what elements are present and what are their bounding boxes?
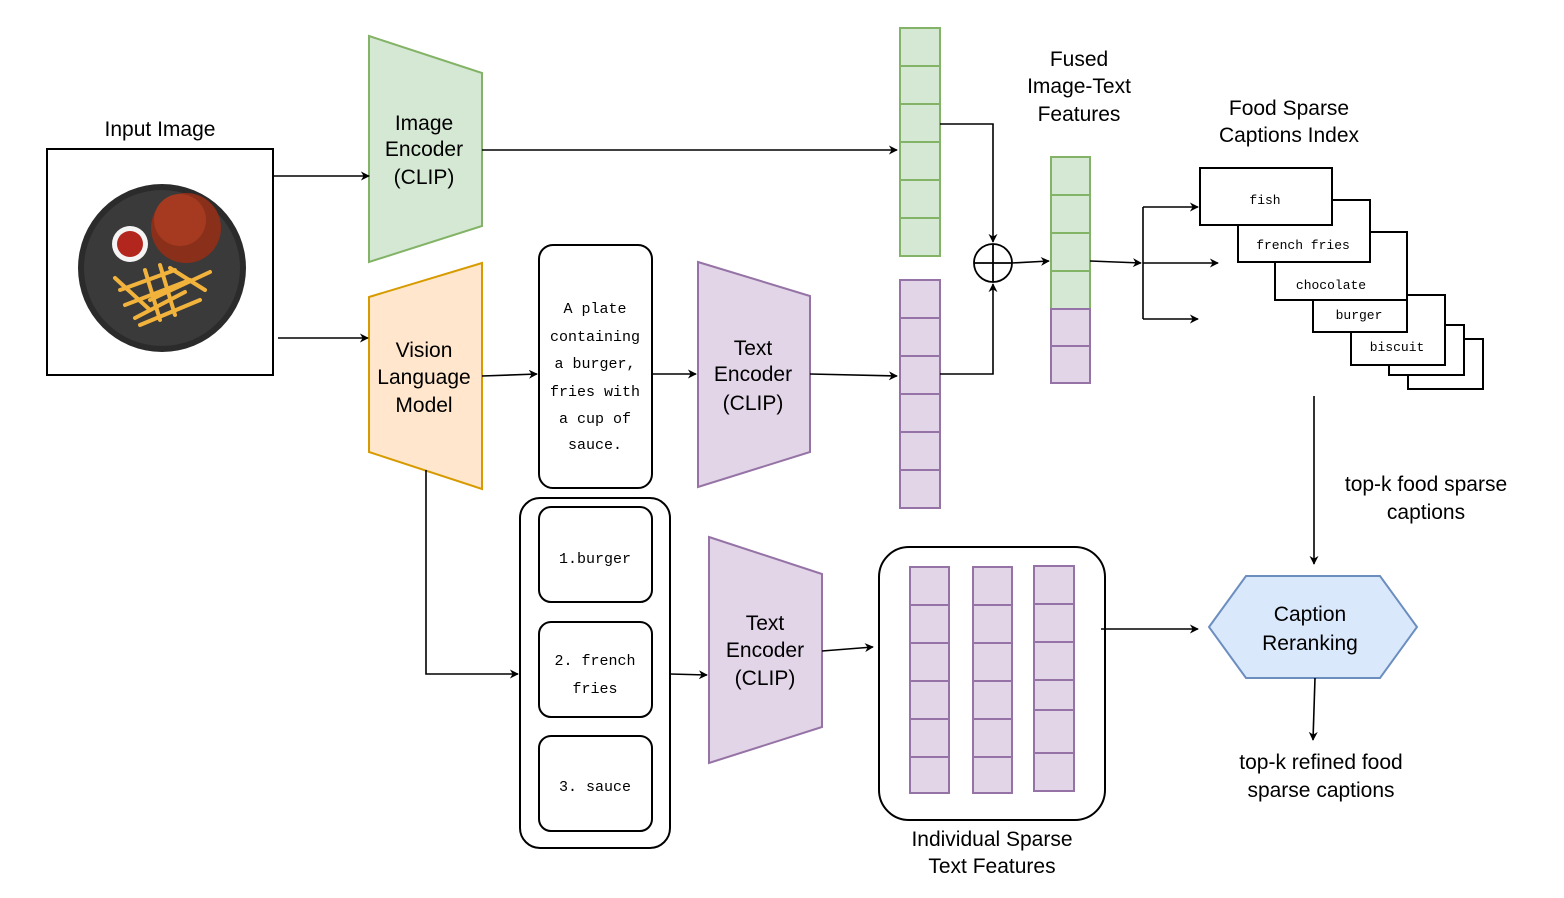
topk-label-1: top-k food sparse <box>1345 473 1507 496</box>
item-2-line-1: 2. french <box>554 653 635 670</box>
sparse-feature-vector-2 <box>972 566 1013 794</box>
reranking-label-1: Caption <box>1274 603 1346 626</box>
arrow-caption-features-to-fusion <box>940 283 998 375</box>
caption-line-1: A plate <box>563 301 626 318</box>
arrow-items-to-text-encoder <box>669 670 708 680</box>
caption-line-5: a cup of <box>559 411 631 428</box>
item-box-3 <box>538 735 653 832</box>
text-encoder-top-label-3: (CLIP) <box>723 392 784 415</box>
item-1-line-1: 1.burger <box>559 551 631 568</box>
caption-line-6: sauce. <box>568 437 622 454</box>
sparse-feature-vector-3 <box>1033 565 1075 792</box>
index-card-text-4: burger <box>1336 308 1383 323</box>
fused-feature-vector <box>1050 156 1091 384</box>
caption-reranking-shape <box>1207 575 1419 679</box>
vlm-shape <box>368 261 483 491</box>
arrow-vlm-to-items <box>425 470 519 679</box>
fused-label-3: Features <box>1038 103 1121 126</box>
text-encoder-top-label-2: Encoder <box>714 363 792 386</box>
index-card-text-3: chocolate <box>1296 278 1366 293</box>
index-card-text-1: fish <box>1249 193 1280 208</box>
index-title-2: Captions Index <box>1219 124 1360 147</box>
arrow-fused-to-index <box>1089 258 1142 268</box>
text-encoder-bottom-shape <box>708 535 823 765</box>
arrow-reranking-to-refined <box>1308 677 1318 741</box>
index-card-text-2: french fries <box>1256 238 1350 253</box>
caption-line-4: fries with <box>550 384 640 401</box>
fused-label-2: Image-Text <box>1027 75 1131 98</box>
item-3-line-1: 3. sauce <box>559 779 631 796</box>
caption-line-3: a burger, <box>554 356 635 373</box>
fusion-plus-icon <box>973 243 1013 283</box>
input-image-title: Input Image <box>105 118 216 141</box>
caption-feature-vector <box>899 279 941 509</box>
image-encoder-label-3: (CLIP) <box>394 166 455 189</box>
sparse-feature-vector-1 <box>909 566 950 794</box>
item-2-line-2: fries <box>572 681 617 698</box>
text-encoder-top-shape <box>697 260 811 489</box>
caption-line-2: containing <box>550 329 640 346</box>
index-card-text-5: biscuit <box>1370 340 1425 355</box>
arrow-fusion-to-fused <box>1011 256 1050 266</box>
refined-label-1: top-k refined food <box>1239 751 1402 774</box>
vlm-label-3: Model <box>395 394 452 417</box>
image-encoder-shape <box>368 34 483 264</box>
food-plate-image <box>78 184 246 352</box>
image-feature-vector <box>899 27 941 257</box>
item-box-2 <box>538 621 653 718</box>
reranking-label-2: Reranking <box>1262 632 1358 655</box>
text-encoder-bottom-label-3: (CLIP) <box>735 667 796 690</box>
fused-label-1: Fused <box>1050 48 1108 71</box>
text-encoder-top-label-1: Text <box>734 337 773 360</box>
caption-index-stack <box>1199 167 1484 390</box>
arrow-image-features-to-fusion <box>940 123 998 243</box>
topk-label-2: captions <box>1387 501 1465 524</box>
arrow-text-encoder-to-sparse <box>821 643 874 653</box>
refined-label-2: sparse captions <box>1247 779 1394 802</box>
vlm-label-1: Vision <box>396 339 453 362</box>
vlm-label-2: Language <box>377 366 470 389</box>
sparse-label-2: Text Features <box>928 855 1055 878</box>
connectors <box>272 123 1319 741</box>
image-encoder-label-2: Encoder <box>385 138 463 161</box>
image-encoder-label-1: Image <box>395 112 453 135</box>
index-title-1: Food Sparse <box>1229 97 1349 120</box>
sparse-label-1: Individual Sparse <box>911 828 1072 851</box>
arrow-vlm-to-caption <box>481 369 538 379</box>
text-encoder-bottom-label-2: Encoder <box>726 639 804 662</box>
text-encoder-bottom-label-1: Text <box>746 612 785 635</box>
caption-box <box>538 244 653 489</box>
item-box-1 <box>538 506 653 603</box>
index-card-fish <box>1199 167 1333 226</box>
arrow-text-encoder-to-caption-features <box>809 371 898 381</box>
